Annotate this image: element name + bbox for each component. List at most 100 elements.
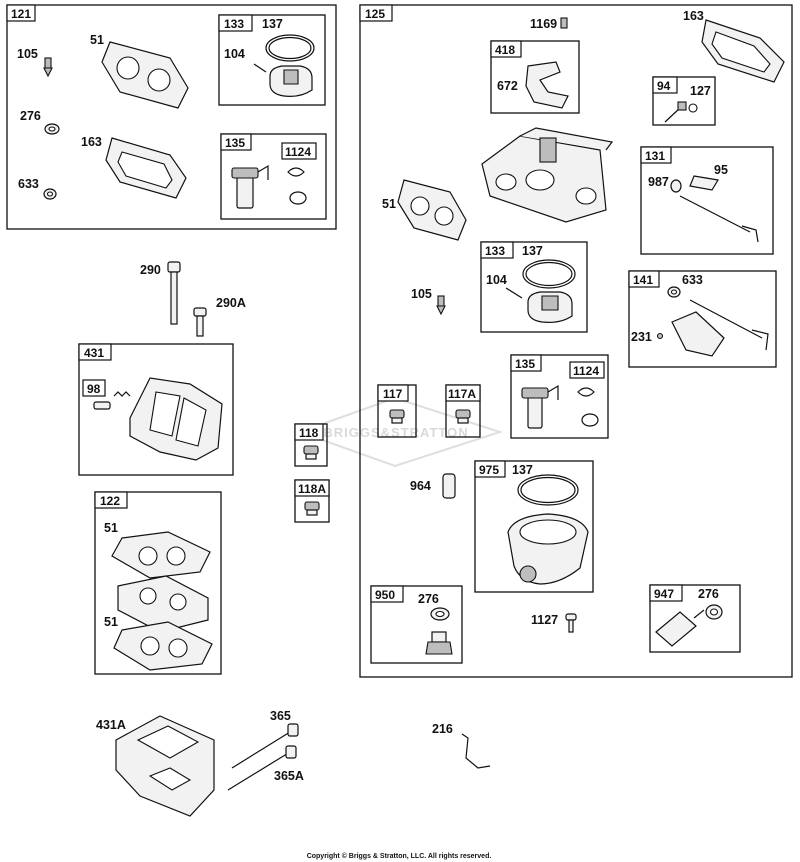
callout-163-right: 163 — [683, 9, 704, 23]
drain-plug-950 — [425, 631, 453, 655]
carburetor-body — [481, 127, 614, 223]
callout-290: 290 — [140, 263, 161, 277]
callout-276-kit950: 276 — [418, 592, 439, 606]
bolt-365 — [231, 723, 299, 769]
gasket-122-top — [111, 531, 211, 579]
screw-1169 — [560, 17, 568, 29]
callout-431A: 431A — [96, 718, 126, 732]
callout-135-left: 135 — [225, 136, 245, 150]
callout-122: 122 — [100, 494, 120, 508]
kit-box-431 — [78, 343, 234, 476]
kit-tag-94 — [652, 76, 678, 94]
kit-box-94 — [652, 76, 716, 126]
spacer-122 — [117, 575, 209, 633]
kit-tag-122 — [94, 491, 128, 509]
seal-kit-1124-left — [287, 167, 307, 205]
gasket-51-right — [397, 179, 467, 241]
kit-tag-141 — [628, 270, 660, 288]
washer-276-kit950 — [430, 607, 450, 621]
kit-tag-431 — [78, 343, 112, 361]
kit-tag-118A — [294, 479, 330, 497]
callout-117: 117 — [383, 387, 403, 401]
gasket-163-left — [105, 137, 187, 199]
callout-987: 987 — [648, 175, 669, 189]
fuel-bowl-975 — [507, 513, 589, 585]
callout-1127: 1127 — [531, 613, 558, 627]
jet-117 — [389, 409, 405, 424]
kit-tag-135-left — [220, 133, 252, 151]
screw-spring-98 — [93, 391, 131, 410]
intake-manifold-431 — [129, 377, 223, 461]
callout-950: 950 — [375, 588, 395, 602]
choke-shaft-131 — [670, 175, 759, 243]
callout-231: 231 — [631, 330, 652, 344]
idle-screw-94 — [664, 101, 698, 123]
callout-365: 365 — [270, 709, 291, 723]
callout-98: 98 — [87, 382, 101, 396]
callout-137-right: 137 — [522, 244, 543, 258]
kit-box-122 — [94, 491, 222, 675]
needle-valve-right — [436, 295, 446, 316]
o-ring-137-bowl — [517, 474, 579, 506]
o-ring-137-left — [265, 34, 315, 62]
pin-104-left — [253, 63, 267, 73]
callout-633-right: 633 — [682, 273, 703, 287]
kit-box-133-right — [480, 241, 588, 333]
callout-1124-right: 1124 — [573, 364, 599, 378]
washer-633-right — [667, 286, 681, 298]
kit-box-141 — [628, 270, 777, 368]
washer-276-left — [44, 123, 60, 135]
kit-tag-121 — [6, 4, 36, 22]
screw-1127 — [565, 613, 577, 633]
plug-118A — [304, 501, 320, 516]
kit-tag-125 — [359, 4, 393, 22]
callout-216: 216 — [432, 722, 453, 736]
pin-104-right — [505, 287, 523, 299]
kit-tag-118 — [294, 423, 324, 441]
jet-117A — [455, 409, 471, 424]
kit-tag-133-right — [480, 241, 514, 259]
kit-tag-135-right — [510, 354, 542, 372]
callout-163-left: 163 — [81, 135, 102, 149]
gasket-163-right — [701, 19, 785, 83]
callout-633-left: 633 — [18, 177, 39, 191]
callout-94: 94 — [657, 79, 671, 93]
kit-tag-947 — [649, 584, 683, 602]
callout-118A: 118A — [298, 482, 326, 496]
callout-125: 125 — [365, 7, 385, 21]
callout-117A: 117A — [448, 387, 476, 401]
callout-975: 975 — [479, 463, 499, 477]
callout-127: 127 — [690, 84, 711, 98]
kit-tag-975 — [474, 460, 506, 478]
solenoid-part-right — [521, 384, 559, 429]
kit-box-135-left — [220, 133, 327, 220]
callout-365A: 365A — [274, 769, 304, 783]
throttle-shaft-141 — [671, 299, 769, 357]
callout-133-left: 133 — [224, 17, 244, 31]
callout-104-right: 104 — [486, 273, 507, 287]
callout-104-left: 104 — [224, 47, 245, 61]
callout-141: 141 — [633, 273, 653, 287]
kit-box-133-left — [218, 14, 326, 106]
callout-105-right: 105 — [411, 287, 432, 301]
callout-137-left: 137 — [262, 17, 283, 31]
callout-431: 431 — [84, 346, 104, 360]
washer-276-kit947 — [705, 604, 723, 620]
spacer-964 — [442, 473, 456, 499]
o-ring-137-right — [522, 259, 576, 289]
kit-box-131 — [640, 146, 774, 255]
kit-tag-117A — [445, 384, 481, 402]
callout-51-right: 51 — [382, 197, 396, 211]
callout-672: 672 — [497, 79, 518, 93]
kit-tag-131 — [640, 146, 672, 164]
washer-633-left — [43, 188, 57, 200]
kit-tag-950 — [370, 585, 404, 603]
callout-51-left: 51 — [90, 33, 104, 47]
kit-box-947 — [649, 584, 741, 653]
callout-121: 121 — [11, 7, 31, 21]
seal-kit-1124-right — [577, 387, 599, 427]
copyright-notice: Copyright © Briggs & Stratton, LLC. All … — [307, 852, 492, 860]
kit-tag-98 — [82, 379, 106, 397]
